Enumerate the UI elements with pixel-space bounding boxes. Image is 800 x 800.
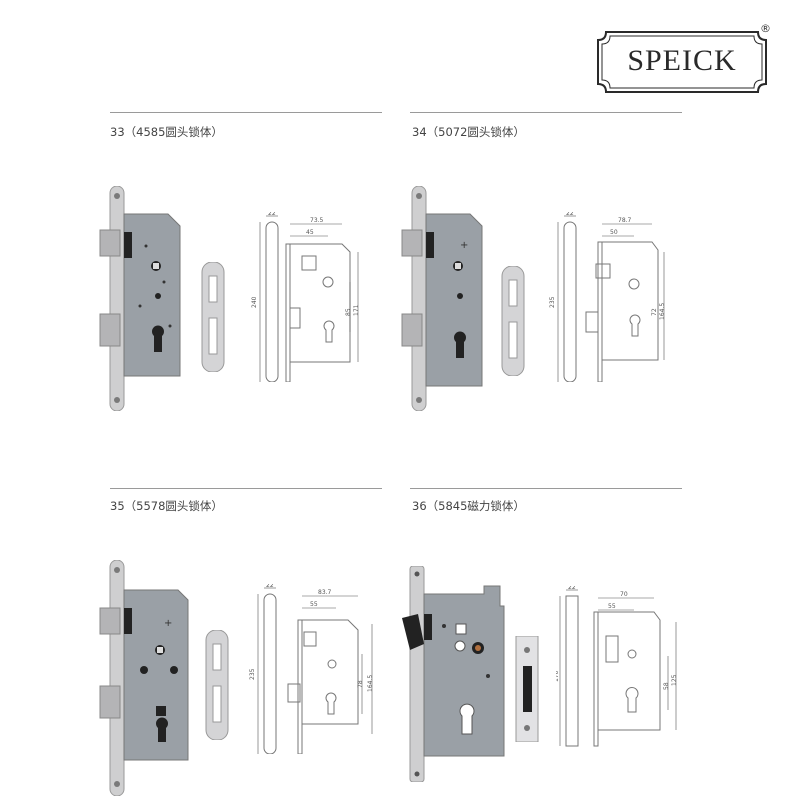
svg-text:+: + (164, 618, 172, 629)
dim-center: 58 (663, 682, 670, 690)
dim-backset: 55 (608, 603, 616, 610)
section-title-34: 34（5072圆头锁体） (412, 125, 525, 139)
section-rule (410, 112, 682, 113)
dim-width: 22 (268, 212, 276, 217)
dim-total: 164.5 (367, 675, 374, 692)
dim-depth: 73.5 (310, 217, 324, 224)
dim-backset: 55 (310, 601, 318, 608)
dim-width: 22 (266, 584, 274, 589)
dim-backset: 50 (610, 229, 618, 236)
strike-plate (500, 266, 526, 376)
lock-body-photo: + (96, 560, 196, 796)
technical-drawing-34: 22 78.7 50 235 72 164.5 (548, 212, 668, 382)
technical-drawing-35: 22 83.7 55 235 78 164.5 (248, 584, 378, 754)
dim-center: 85 (345, 308, 352, 316)
dim-total: 171 (353, 304, 360, 316)
section-rule (410, 488, 682, 489)
registered-mark: ® (760, 22, 771, 35)
section-rule (110, 112, 382, 113)
strike-plate (204, 630, 230, 740)
lock-body-photo: + (398, 186, 488, 411)
dim-height: 240 (251, 296, 258, 308)
logo-frame (597, 31, 767, 93)
brand-logo: SPEICK (596, 30, 768, 94)
dim-total: 125 (671, 674, 678, 686)
dim-total: 164.5 (659, 303, 666, 320)
dim-height: 170 (556, 670, 560, 682)
dim-center: 78 (357, 680, 364, 688)
dim-depth: 83.7 (318, 589, 332, 596)
section-title-35: 35（5578圆头锁体） (110, 499, 223, 513)
section-rule (110, 488, 382, 489)
lock-body-photo (96, 186, 186, 411)
dim-center: 72 (651, 308, 658, 316)
section-title-33: 33（4585圆头锁体） (110, 125, 223, 139)
technical-drawing-33: 22 73.5 45 240 85 171 (250, 212, 370, 382)
technical-drawing-36: 22 70 55 170 58 125 (556, 586, 686, 756)
section-title-36: 36（5845磁力锁体） (412, 499, 525, 513)
svg-text:+: + (460, 240, 468, 251)
dim-width: 22 (566, 212, 574, 217)
dim-height: 235 (249, 668, 256, 680)
strike-plate (200, 262, 226, 372)
brand-name: SPEICK (627, 44, 737, 77)
dim-depth: 78.7 (618, 217, 632, 224)
dim-depth: 70 (620, 591, 628, 598)
lock-body-photo (400, 566, 510, 782)
dim-backset: 45 (306, 229, 314, 236)
dim-height: 235 (549, 296, 556, 308)
dim-width: 22 (568, 586, 576, 591)
magnetic-strike-plate (514, 636, 540, 742)
